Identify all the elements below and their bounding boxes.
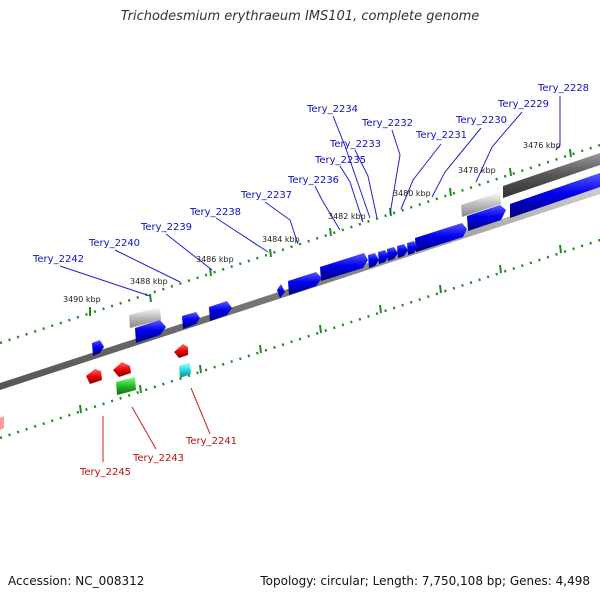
gene-label-tery-2241[interactable]: Tery_2241: [185, 436, 237, 447]
accession-text: Accession: NC_008312: [8, 574, 145, 588]
gene-glyph-tery-2243[interactable]: [113, 362, 131, 377]
gene-glyph-tery-2237[interactable]: [288, 272, 322, 295]
gene-label-tery-2243[interactable]: Tery_2243: [132, 453, 184, 464]
gene-glyph-edge: [0, 416, 4, 430]
gene-glyph-tery-2241[interactable]: [174, 344, 188, 358]
forward-leader-lines: [59, 96, 561, 297]
scale-label: 3484 kbp: [262, 235, 300, 244]
scale-label: 3490 kbp: [63, 295, 101, 304]
scale-label: 3480 kbp: [393, 189, 431, 198]
gene-glyph-tery-2244[interactable]: [92, 340, 104, 356]
forward-gene-labels: Tery_2228 Tery_2229 Tery_2230 Tery_2231 …: [32, 83, 589, 265]
reverse-gene-labels: Tery_2241 Tery_2243 Tery_2245: [79, 436, 237, 478]
outer-tick-ruler: [0, 143, 600, 345]
gene-label-tery-2237[interactable]: Tery_2237: [240, 190, 292, 201]
gene-label-tery-2242[interactable]: Tery_2242: [32, 254, 84, 265]
grey-feature: [129, 307, 161, 328]
gene-label-tery-2232[interactable]: Tery_2232: [361, 118, 413, 129]
gene-label-tery-2230[interactable]: Tery_2230: [455, 115, 507, 126]
scale-label: 3482 kbp: [328, 212, 366, 221]
dark-feature-block: [503, 153, 600, 198]
gene-glyph-tery-2245[interactable]: [86, 369, 102, 384]
genome-title: Trichodesmium erythraeum IMS101, complet…: [120, 9, 480, 24]
gene-label-tery-2239[interactable]: Tery_2239: [140, 222, 192, 233]
gene-glyph-tery-2230[interactable]: [415, 223, 467, 252]
gene-label-tery-2245[interactable]: Tery_2245: [79, 467, 131, 478]
gene-label-tery-2231[interactable]: Tery_2231: [415, 130, 467, 141]
gene-glyph-tery-2233[interactable]: [387, 247, 398, 261]
forward-gene-glyphs: [92, 173, 600, 356]
gene-glyph-tery-2231[interactable]: [407, 241, 418, 255]
gene-glyph-tery-2229[interactable]: [467, 205, 506, 231]
inner-tick-ruler: [0, 238, 600, 440]
gene-glyph-tery-2240[interactable]: [182, 312, 200, 329]
gene-glyph-tery-2228[interactable]: [510, 173, 600, 218]
gene-label-tery-2228[interactable]: Tery_2228: [537, 83, 589, 94]
genome-summary-text: Topology: circular; Length: 7,750,108 bp…: [260, 574, 590, 588]
reverse-leader-lines: [102, 387, 211, 462]
gene-label-tery-2229[interactable]: Tery_2229: [497, 99, 549, 110]
gene-glyph-tery-2232[interactable]: [397, 244, 408, 258]
reverse-gene-glyphs: [0, 344, 191, 430]
gene-glyph-cyan: [179, 362, 191, 378]
gene-label-tery-2234[interactable]: Tery_2234: [306, 104, 358, 115]
scale-label: 3488 kbp: [130, 277, 168, 286]
major-ticks: [79, 148, 572, 414]
gene-glyph-tery-2238[interactable]: [277, 284, 285, 298]
gene-glyph-tery-2239[interactable]: [209, 301, 232, 321]
scale-label: 3476 kbp: [523, 141, 561, 150]
gene-label-tery-2235[interactable]: Tery_2235: [314, 155, 366, 166]
scale-label: 3478 kbp: [458, 166, 496, 175]
gene-glyph-tery-2242[interactable]: [135, 320, 166, 343]
gene-label-tery-2238[interactable]: Tery_2238: [189, 207, 241, 218]
gene-glyph-tery-2236[interactable]: [320, 253, 368, 281]
scale-labels: 3476 kbp 3478 kbp 3480 kbp 3482 kbp 3484…: [63, 141, 561, 304]
grey-feature: [461, 192, 501, 217]
gene-glyph-tery-2234[interactable]: [378, 250, 389, 264]
gene-glyph-green: [116, 377, 136, 395]
gene-label-tery-2240[interactable]: Tery_2240: [88, 238, 140, 249]
scale-label: 3486 kbp: [196, 255, 234, 264]
gene-label-tery-2236[interactable]: Tery_2236: [287, 175, 339, 186]
gene-glyph-tery-2235[interactable]: [368, 253, 379, 268]
gene-label-tery-2233[interactable]: Tery_2233: [329, 139, 381, 150]
